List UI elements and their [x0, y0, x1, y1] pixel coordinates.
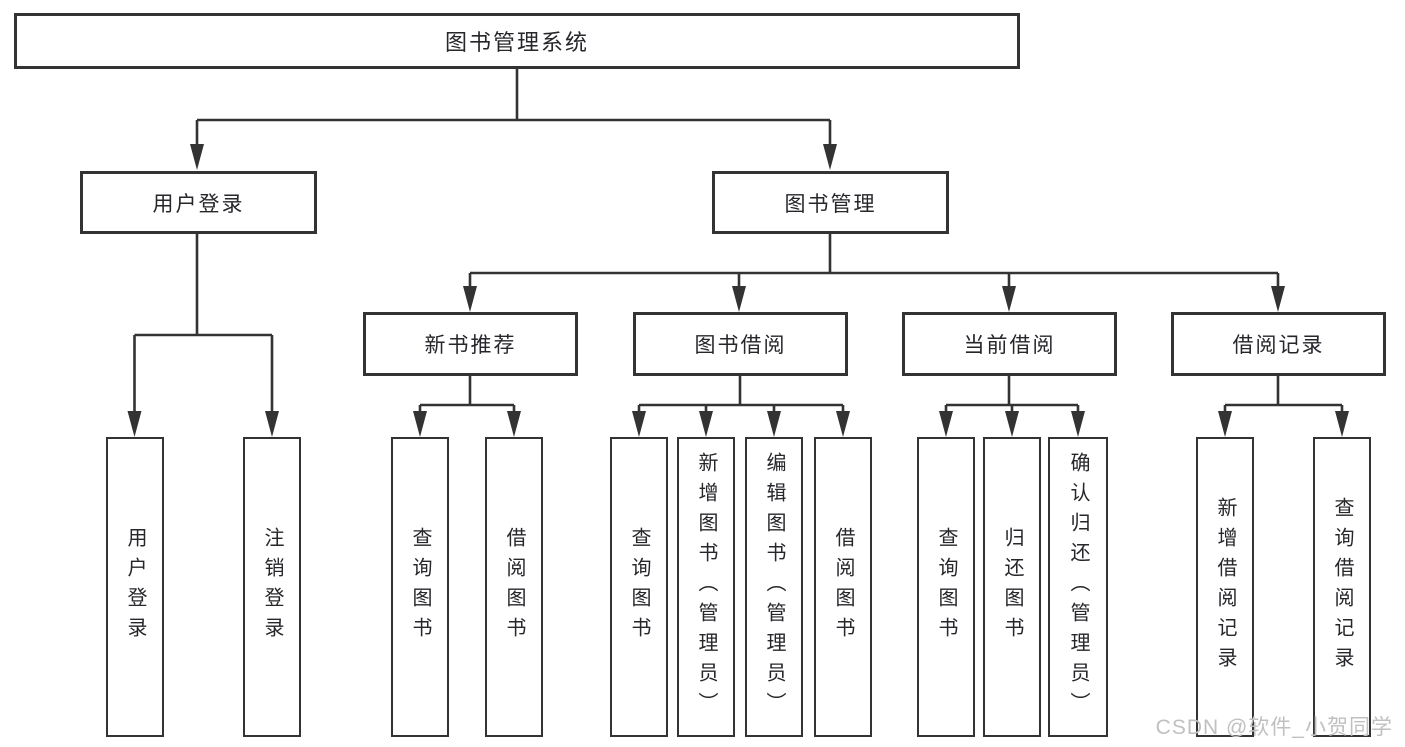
- leaf-borrow-edit-books-admin: 编辑图书（管理员）: [745, 437, 803, 737]
- node-borrowing-records: 借阅记录: [1171, 312, 1386, 376]
- leaf-current-return-books: 归还图书: [983, 437, 1041, 737]
- node-new-book-recommend: 新书推荐: [363, 312, 578, 376]
- connector-borrow-record-group: [1223, 376, 1344, 413]
- connector-book-borrow-group: [637, 376, 845, 413]
- leaf-user-login: 用户登录: [106, 437, 164, 737]
- connector-book-mgmt-to-level3: [468, 233, 1280, 288]
- leaf-borrow-borrow-books: 借阅图书: [814, 437, 872, 737]
- arrowhead-cb-return: [1005, 411, 1019, 437]
- connector-new-book-rec-group: [418, 376, 516, 413]
- arrowhead-borrow-record: [1271, 286, 1285, 312]
- leaf-borrow-add-books-admin: 新增图书（管理员）: [677, 437, 735, 737]
- node-user-login: 用户登录: [80, 171, 317, 234]
- arrowhead-leaf-user-login: [127, 411, 142, 437]
- connector-current-borrow-group: [944, 376, 1080, 413]
- leaf-current-confirm-return-admin: 确认归还（管理员）: [1048, 437, 1108, 737]
- leaf-logout: 注销登录: [243, 437, 301, 737]
- node-book-borrowing: 图书借阅: [633, 312, 848, 376]
- arrowhead-bb-add: [699, 411, 713, 437]
- connector-root-to-level2: [195, 68, 832, 146]
- csdn-watermark: CSDN @软件_小贺同学: [1155, 716, 1393, 739]
- arrowhead-cb-query: [939, 411, 953, 437]
- leaf-recommend-query-books: 查询图书: [391, 437, 449, 737]
- arrowhead-user-login: [190, 144, 204, 170]
- leaf-borrow-query-books: 查询图书: [610, 437, 668, 737]
- connector-user-login-group: [133, 233, 274, 413]
- arrowhead-new-book-rec: [463, 286, 477, 312]
- arrowhead-bb-edit: [767, 411, 781, 437]
- arrowhead-book-borrow: [732, 286, 746, 312]
- node-root-system: 图书管理系统: [14, 13, 1020, 69]
- arrowhead-rec-borrow: [507, 411, 521, 437]
- arrowhead-br-add: [1218, 411, 1232, 437]
- arrowhead-cb-confirm: [1071, 411, 1085, 437]
- arrowhead-bb-query: [632, 411, 646, 437]
- arrowhead-leaf-logout: [265, 411, 279, 437]
- arrowhead-br-query: [1335, 411, 1349, 437]
- arrowhead-rec-query: [413, 411, 427, 437]
- arrowhead-book-mgmt: [823, 144, 837, 170]
- leaf-recommend-borrow-books: 借阅图书: [485, 437, 543, 737]
- leaf-current-query-books: 查询图书: [917, 437, 975, 737]
- node-current-borrowing: 当前借阅: [902, 312, 1117, 376]
- arrowhead-bb-borrow: [836, 411, 850, 437]
- leaf-record-add-borrow-record: 新增借阅记录: [1196, 437, 1254, 737]
- arrowhead-current-borrow: [1002, 286, 1016, 312]
- node-book-management: 图书管理: [712, 171, 949, 234]
- leaf-record-query-borrow-record: 查询借阅记录: [1313, 437, 1371, 737]
